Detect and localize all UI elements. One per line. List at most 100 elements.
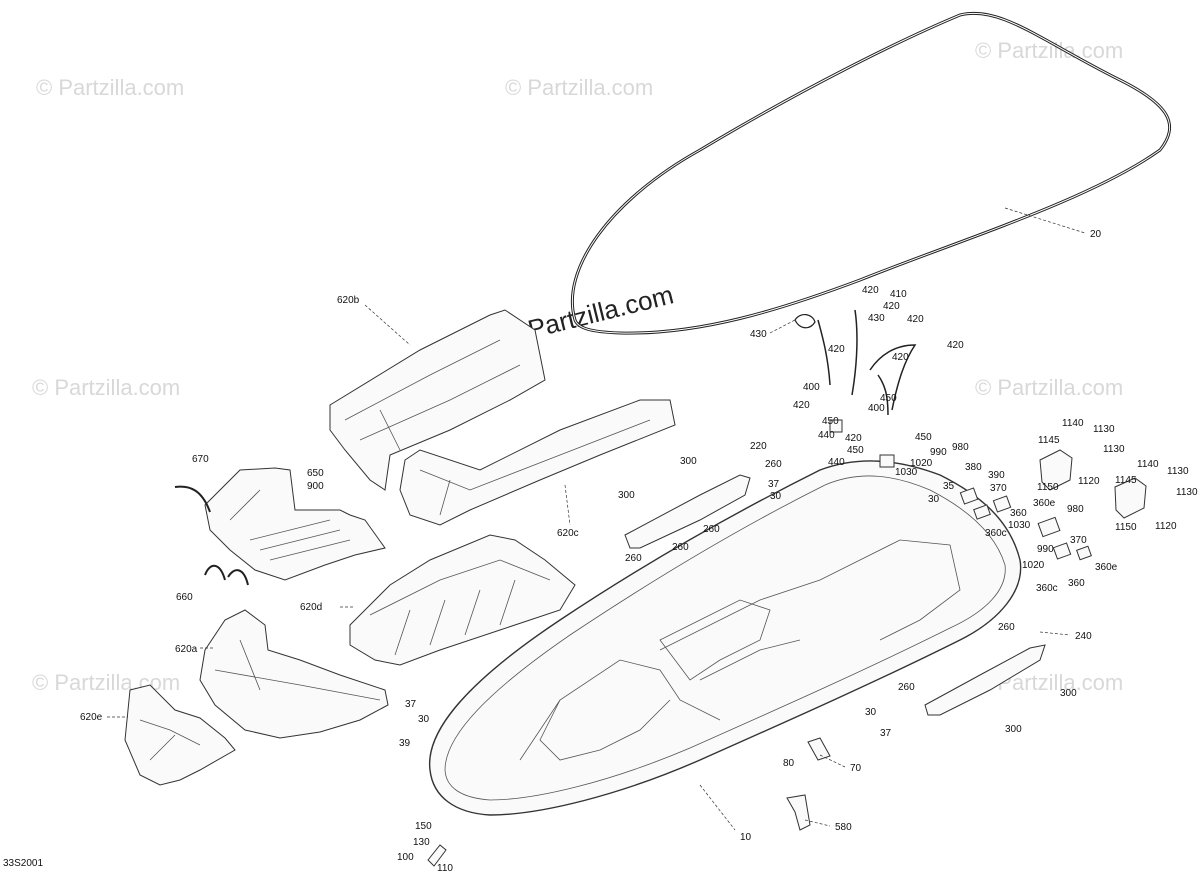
callout-label[interactable]: 1145	[1038, 435, 1060, 446]
callout-label[interactable]: 620e	[80, 712, 103, 723]
callout-label[interactable]: 1130	[1167, 466, 1189, 477]
callout-label[interactable]: 1140	[1137, 459, 1159, 470]
part-hull[interactable]	[428, 460, 1022, 816]
callout-label[interactable]: 1030	[895, 467, 918, 478]
callout-label[interactable]: 420	[793, 400, 810, 411]
callout-label[interactable]: 1130	[1103, 444, 1125, 455]
callout-label[interactable]: 990	[1037, 544, 1054, 555]
callout-label[interactable]: 260	[703, 524, 720, 535]
callout-label[interactable]: 1120	[1155, 521, 1177, 532]
callout-label[interactable]: 360c	[1036, 583, 1058, 594]
callout-label[interactable]: 10	[740, 832, 752, 843]
callout-label[interactable]: 1030	[1008, 520, 1031, 531]
callout-label[interactable]: 35	[943, 481, 955, 492]
callout-label[interactable]: 37	[880, 728, 892, 739]
callout-label[interactable]: 39	[399, 738, 411, 749]
callout-label[interactable]: 220	[750, 441, 767, 452]
callout-label[interactable]: 1150	[1037, 482, 1059, 493]
callout-label[interactable]: 430	[868, 313, 885, 324]
part-hoses-400[interactable]	[794, 309, 917, 468]
callout-label[interactable]: 440	[818, 430, 835, 441]
callout-label[interactable]: 900	[307, 481, 324, 492]
callout-label[interactable]: 990	[930, 447, 947, 458]
part-foam-620b[interactable]	[329, 309, 546, 491]
callout-label[interactable]: 360c	[985, 528, 1007, 539]
callout-label[interactable]: 390	[988, 470, 1005, 481]
part-bracket-70[interactable]	[807, 737, 831, 761]
callout-label[interactable]: 30	[770, 491, 782, 502]
callout-label[interactable]: 260	[672, 542, 689, 553]
callout-label[interactable]: 440	[828, 457, 845, 468]
callout-label[interactable]: 650	[307, 468, 324, 479]
part-plate-580[interactable]	[786, 794, 811, 831]
callout-label[interactable]: 260	[998, 622, 1015, 633]
callout-label[interactable]: 37	[405, 699, 417, 710]
callout-label[interactable]: 130	[413, 837, 430, 848]
callout-label[interactable]: 450	[915, 432, 932, 443]
callout-label[interactable]: 1145	[1115, 475, 1137, 486]
part-seal-ring[interactable]	[570, 11, 1171, 335]
callout-label[interactable]: 400	[803, 382, 820, 393]
callout-label[interactable]: 420	[907, 314, 924, 325]
callout-label[interactable]: 620a	[175, 644, 198, 655]
callout-label[interactable]: 620c	[557, 528, 579, 539]
callout-label[interactable]: 260	[898, 682, 915, 693]
callout-label[interactable]: 30	[418, 714, 430, 725]
part-foam-620a[interactable]	[199, 609, 389, 739]
callout-label[interactable]: 450	[847, 445, 864, 456]
part-foam-620d[interactable]	[349, 534, 576, 666]
callout-label[interactable]: 670	[192, 454, 209, 465]
callout-label[interactable]: 110	[437, 863, 453, 874]
callout-label[interactable]: 1150	[1115, 522, 1137, 533]
callout-label[interactable]: 1130	[1176, 487, 1198, 498]
callout-label[interactable]: 260	[765, 459, 782, 470]
part-plate-650[interactable]	[204, 467, 386, 581]
callout-label[interactable]: 420	[845, 433, 862, 444]
callout-label[interactable]: 620b	[337, 295, 360, 306]
callout-label[interactable]: 1130	[1093, 424, 1115, 435]
callout-label[interactable]: 240	[1075, 631, 1092, 642]
callout-label[interactable]: 300	[618, 490, 635, 501]
part-rail-240[interactable]	[924, 644, 1046, 716]
callout-label[interactable]: 580	[835, 822, 852, 833]
part-rail-220[interactable]	[624, 474, 751, 549]
callout-label[interactable]: 100	[397, 852, 414, 863]
callout-label[interactable]: 30	[865, 707, 877, 718]
callout-label[interactable]: 450	[822, 416, 839, 427]
callout-label[interactable]: 360e	[1095, 562, 1118, 573]
callout-label[interactable]: 150	[415, 821, 432, 832]
callout-label[interactable]: 1140	[1062, 418, 1084, 429]
callout-label[interactable]: 370	[1070, 535, 1087, 546]
callout-label[interactable]: 420	[883, 301, 900, 312]
part-grab-handle-assembly[interactable]	[959, 487, 1092, 561]
callout-label[interactable]: 80	[783, 758, 795, 769]
callout-label[interactable]: 1120	[1078, 476, 1100, 487]
callout-label[interactable]: 410	[890, 289, 907, 300]
part-hose-670[interactable]	[174, 485, 211, 513]
callout-label[interactable]: 420	[828, 344, 845, 355]
callout-label[interactable]: 370	[990, 483, 1007, 494]
callout-label[interactable]: 420	[892, 352, 909, 363]
callout-label[interactable]: 300	[1060, 688, 1077, 699]
callout-label[interactable]: 380	[965, 462, 982, 473]
callout-label[interactable]: 260	[625, 553, 642, 564]
callout-label[interactable]: 30	[928, 494, 940, 505]
callout-label[interactable]: 430	[750, 329, 767, 340]
callout-label[interactable]: 450	[880, 393, 897, 404]
callout-label[interactable]: 360	[1068, 578, 1085, 589]
callout-label[interactable]: 360	[1010, 508, 1027, 519]
callout-label[interactable]: 1020	[910, 458, 933, 469]
callout-label[interactable]: 660	[176, 592, 193, 603]
callout-label[interactable]: 300	[1005, 724, 1022, 735]
callout-label[interactable]: 620d	[300, 602, 322, 613]
part-clip-100[interactable]	[427, 844, 447, 867]
part-hinge-1120[interactable]	[1039, 449, 1147, 519]
callout-label[interactable]: 400	[868, 403, 885, 414]
part-foam-620e[interactable]	[124, 684, 236, 786]
part-clips-660[interactable]	[204, 564, 249, 586]
callout-label[interactable]: 420	[862, 285, 879, 296]
callout-label[interactable]: 300	[680, 456, 697, 467]
callout-label[interactable]: 70	[850, 763, 862, 774]
callout-label[interactable]: 37	[768, 479, 780, 490]
callout-label[interactable]: 1020	[1022, 560, 1045, 571]
